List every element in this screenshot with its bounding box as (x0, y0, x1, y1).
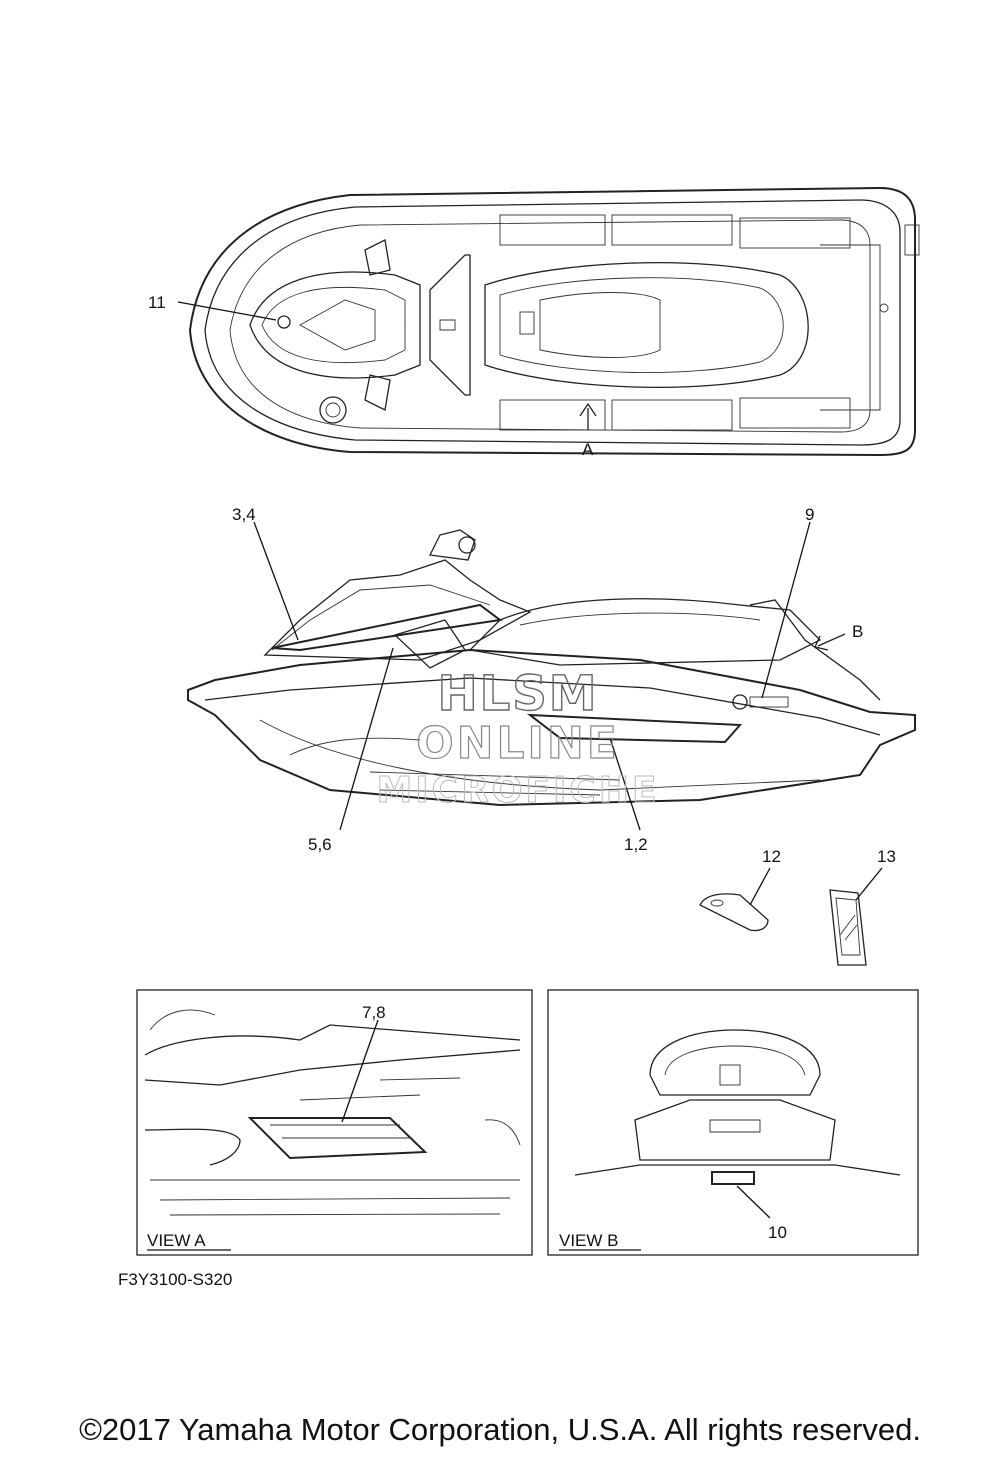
svg-text:HLSM: HLSM (437, 666, 598, 722)
callout-11: 11 (148, 293, 166, 312)
watermark: HLSM ONLINE MICROFICHE (376, 665, 659, 811)
callout-5-6: 5,6 (308, 835, 332, 854)
callout-10: 10 (768, 1223, 787, 1242)
callout-b: B (852, 622, 863, 641)
item-13-part (829, 889, 867, 966)
callout-3-4: 3,4 (232, 505, 256, 524)
view-a-label: VIEW A (147, 1231, 206, 1250)
svg-text:ONLINE: ONLINE (416, 718, 620, 769)
view-b-label: VIEW B (559, 1231, 619, 1250)
callout-7-8: 7,8 (362, 1003, 386, 1022)
item-12-part (699, 893, 769, 932)
callout-9: 9 (805, 505, 814, 524)
callout-13: 13 (877, 847, 896, 866)
figure-code: F3Y3100-S320 (118, 1270, 233, 1289)
view-b-box (547, 989, 919, 1256)
view-labels: VIEW A VIEW B (147, 1231, 641, 1251)
leader-lines (177, 301, 883, 1219)
callout-12: 12 (762, 847, 781, 866)
top-view-craft (188, 186, 920, 457)
callout-1-2: 1,2 (624, 835, 648, 854)
side-view-craft (187, 529, 916, 807)
callout-a: A (582, 440, 594, 459)
copyright-notice: ©2017 Yamaha Motor Corporation, U.S.A. A… (79, 1412, 921, 1447)
view-a-box (136, 989, 533, 1256)
svg-text:MICROFICHE: MICROFICHE (376, 770, 659, 811)
callout-labels: 11 A 3,4 9 B 5,6 1,2 12 13 7,8 10 (148, 293, 896, 1242)
